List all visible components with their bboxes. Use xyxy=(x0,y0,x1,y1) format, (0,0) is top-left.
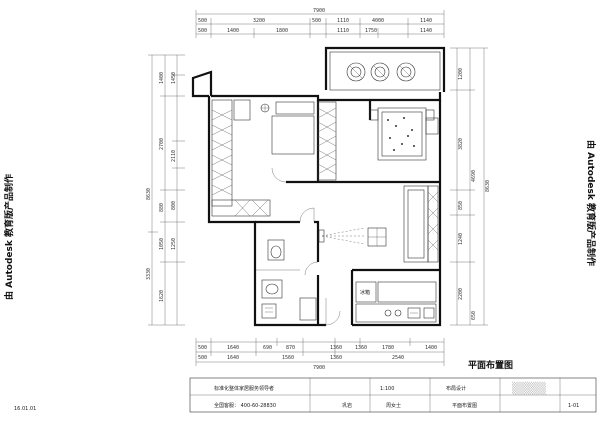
top-dim-r1-3: 1110 xyxy=(337,18,349,24)
top-dim-r2-1: 1400 xyxy=(227,28,239,34)
right-overall-dim: 8630 xyxy=(485,180,491,192)
left-dim-c2-2: 800 xyxy=(171,201,177,210)
top-overall-dim: 7900 xyxy=(313,8,325,14)
living-room xyxy=(318,185,439,263)
bottom-dim-r1-6: 1780 xyxy=(382,345,394,351)
left-dim-c1-2: 880 xyxy=(159,203,165,212)
bottom-dim-r2-2: 1560 xyxy=(282,355,294,361)
left-dim-c1-1: 2700 xyxy=(159,138,165,150)
bottom-dim-r2-0: 500 xyxy=(198,355,207,361)
right-dim-c2-1: 650 xyxy=(471,311,477,320)
right-dim-c1-4: 2200 xyxy=(458,288,464,300)
bottom-dimensions: 500 1640 690 870 1360 1360 1780 1400 500… xyxy=(195,338,445,371)
bottom-dim-r2-4: 2540 xyxy=(392,355,404,361)
kitchen: 冰箱 xyxy=(355,281,437,323)
right-dim-c1-3: 1240 xyxy=(458,233,464,245)
bottom-dim-r1-2: 690 xyxy=(263,345,272,351)
top-dim-r2-3: 1110 xyxy=(337,28,349,34)
cabinet-column-center xyxy=(317,101,337,181)
page-number: 1-01 xyxy=(568,403,579,409)
wardrobe-left xyxy=(211,99,271,217)
top-dim-r2-4: 1750 xyxy=(365,28,377,34)
right-dim-c1-2: 850 xyxy=(458,201,464,210)
top-dim-r2-2: 1800 xyxy=(276,28,288,34)
left-dim-c1-0: 1400 xyxy=(159,72,165,84)
service-hotline: 全国客服： 400-60-28830 xyxy=(214,402,276,409)
client-name: 周女士 xyxy=(386,402,401,409)
bottom-dim-r2-3: 1360 xyxy=(330,355,342,361)
title-block: 标准化整体家居服务领导者 全国客服： 400-60-28830 1:100 巩岩… xyxy=(189,377,597,413)
sheet-title: 平面布置图 xyxy=(452,402,477,409)
right-dim-c2-0: 4690 xyxy=(471,170,477,182)
desk-left xyxy=(233,99,315,155)
project-name: 布局设计 xyxy=(446,385,466,392)
bottom-overall-dim: 7900 xyxy=(313,365,325,371)
bottom-dim-r1-4: 1360 xyxy=(330,345,342,351)
right-dim-c1-0: 1200 xyxy=(458,68,464,80)
drawing-title: 平面布置图 xyxy=(468,359,513,371)
top-dim-r1-2: 500 xyxy=(312,18,321,24)
balcony-chairs xyxy=(346,62,416,82)
walls xyxy=(191,46,446,327)
left-overall-dim-0: 8630 xyxy=(146,188,152,200)
top-dim-r2-0: 500 xyxy=(198,28,207,34)
top-dim-r1-1: 3200 xyxy=(253,18,265,24)
top-dim-r2-5: 1140 xyxy=(420,28,432,34)
right-dim-c1-1: 3820 xyxy=(458,138,464,150)
right-dimensions: 1200 3820 850 1240 2200 4690 650 8630 xyxy=(450,47,491,326)
doors xyxy=(271,167,341,326)
scale-value: 1:100 xyxy=(380,386,394,392)
top-dimensions: 7900 500 3200 500 1110 4000 1140 500 140… xyxy=(195,8,445,38)
top-dim-r1-5: 1140 xyxy=(420,18,432,24)
bottom-dim-r1-1: 1640 xyxy=(227,345,239,351)
left-dimensions: 8630 3330 1400 2700 880 1050 1620 1450 2… xyxy=(146,54,185,326)
top-dim-r1-4: 4000 xyxy=(372,18,384,24)
date-stamp: 16.01.01 xyxy=(14,406,36,412)
side-watermark-left: 由 Autodesk 教育版产品制作 xyxy=(3,174,15,300)
left-dim-c1-3: 1050 xyxy=(159,238,165,250)
bottom-dim-r1-5: 1360 xyxy=(355,345,367,351)
side-watermark-right: 由 Autodesk 教育版产品制作 xyxy=(585,140,597,266)
left-dim-c2-1: 2110 xyxy=(171,150,177,162)
left-dim-c2-3: 1250 xyxy=(171,238,177,250)
top-dim-r1-0: 500 xyxy=(198,18,207,24)
master-bedroom xyxy=(369,107,439,161)
left-dim-c1-4: 1620 xyxy=(159,290,165,302)
faint-stamp: ▒▒▒▒ xyxy=(512,381,546,395)
left-dim-c2-0: 1450 xyxy=(171,72,177,84)
bottom-dim-r1-7: 1400 xyxy=(425,345,437,351)
left-overall-dim-1: 3330 xyxy=(146,268,152,280)
designer-name: 巩岩 xyxy=(342,402,352,409)
fridge-label: 冰箱 xyxy=(360,289,370,296)
bathroom xyxy=(256,239,317,321)
bottom-dim-r1-3: 870 xyxy=(286,345,295,351)
bottom-dim-r2-1: 1640 xyxy=(227,355,239,361)
company-slogan: 标准化整体家居服务领导者 xyxy=(214,385,274,392)
bottom-dim-r1-0: 500 xyxy=(198,345,207,351)
